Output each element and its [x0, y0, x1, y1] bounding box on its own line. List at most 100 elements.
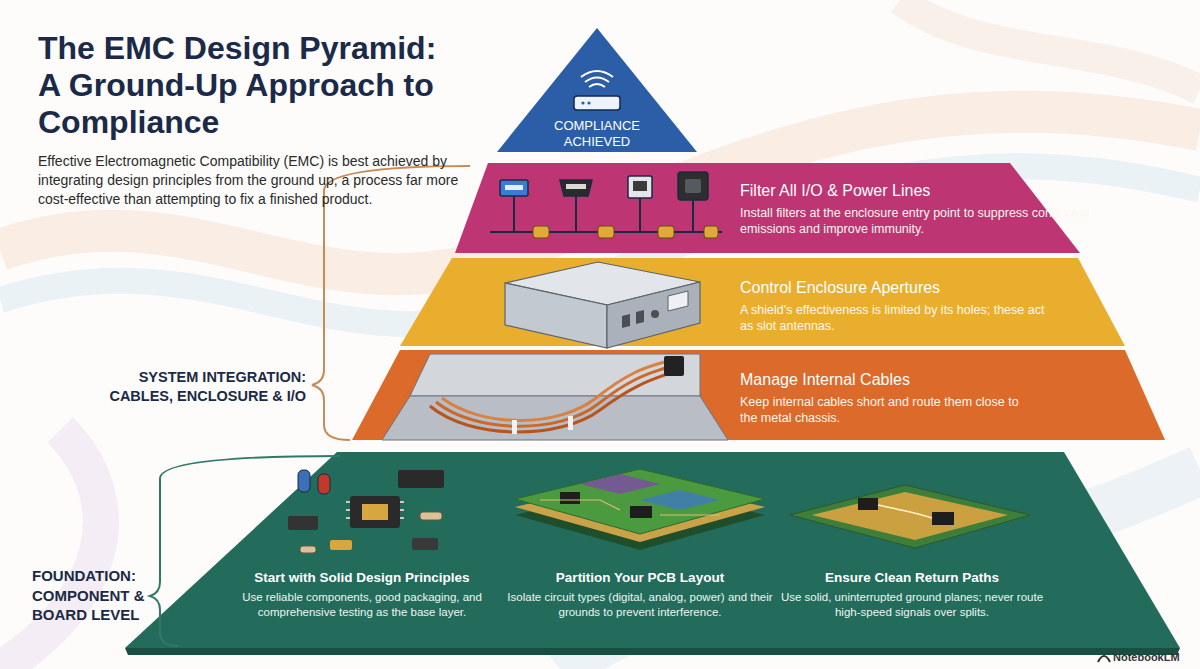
column-body: Isolate circuit types (digital, analog, …	[505, 590, 775, 619]
ferrite-bead	[533, 226, 549, 238]
band-heading: Filter All I/O & Power Lines	[740, 181, 1070, 200]
pcb-trace	[878, 505, 932, 518]
filter-wire	[639, 198, 641, 232]
wifi-arc	[585, 78, 609, 83]
column-body: Use reliable components, good packaging,…	[227, 590, 497, 619]
pcb-board	[790, 485, 1030, 548]
ethernet-port	[628, 176, 652, 198]
pcb-partition	[640, 490, 720, 510]
hdmi-port-slot	[566, 184, 586, 189]
column-heading: Ensure Clean Return Paths	[772, 570, 1052, 586]
cable-tie	[568, 416, 573, 430]
router-icon	[574, 96, 620, 110]
hdmi-port	[560, 180, 592, 196]
band-shape	[352, 350, 1165, 440]
capacitor	[298, 470, 310, 492]
cable-band: Manage Internal CablesKeep internal cabl…	[352, 350, 1165, 440]
watermark: NotebookLM	[1113, 651, 1198, 663]
power-socket	[678, 172, 708, 200]
logo-mark	[1098, 656, 1110, 662]
resistor	[420, 512, 442, 520]
group-label: FOUNDATION: COMPONENT & BOARD LEVEL	[32, 566, 150, 625]
enclosure-top	[505, 262, 700, 305]
foundation-band	[125, 452, 1180, 648]
enclosure-side	[607, 282, 700, 348]
chassis-floor	[382, 396, 728, 440]
enclosure-port	[636, 310, 644, 324]
usb-port-slot	[505, 185, 523, 190]
enclosure-port	[622, 314, 630, 328]
foundation-column: Start with Solid Design PrinciplesUse re…	[222, 570, 502, 640]
ferrite-bead	[704, 226, 718, 238]
internal-cable	[442, 362, 664, 421]
band-heading: Manage Internal Cables	[740, 370, 1070, 389]
ic-chip	[288, 516, 318, 530]
capacitor	[318, 474, 330, 494]
apex-label: COMPLIANCE ACHIEVED	[542, 118, 652, 149]
pcb-chip	[630, 506, 652, 518]
apex-triangle: COMPLIANCE ACHIEVED	[497, 28, 697, 152]
band-body: Install filters at the enclosure entry p…	[740, 205, 1100, 237]
usb-port	[500, 180, 528, 196]
band-outline	[497, 28, 697, 152]
foundation-column: Ensure Clean Return PathsUse solid, unin…	[772, 570, 1052, 640]
filter-wire	[490, 231, 722, 233]
background-swirl	[900, 0, 1200, 90]
column-heading: Start with Solid Design Principles	[222, 570, 502, 586]
pcb-chip	[932, 512, 954, 525]
background-swirl	[0, 112, 1200, 274]
cable-tie	[512, 420, 517, 434]
column-heading: Partition Your PCB Layout	[500, 570, 780, 586]
enclosure-aperture	[668, 291, 688, 311]
pcb-top-layer	[515, 469, 765, 534]
ic-chip	[398, 470, 444, 488]
internal-cable	[430, 372, 672, 432]
pcb-trace	[540, 500, 720, 515]
enclosure-port	[651, 310, 659, 318]
band-shape	[400, 258, 1125, 346]
filter-wire	[692, 200, 694, 232]
enclosure-band: Control Enclosure Apertures A shield's ef…	[400, 258, 1125, 346]
filter-wire	[575, 196, 577, 232]
ethernet-port-slot	[633, 181, 647, 191]
ic-chip	[412, 538, 438, 550]
band-body: Keep internal cables short and route the…	[740, 394, 1030, 426]
pcb-layer	[515, 485, 765, 550]
router-led	[581, 101, 584, 104]
resistor	[300, 546, 316, 553]
router-led	[587, 101, 590, 104]
filter-band: Filter All I/O & Power LinesInstall filt…	[455, 163, 1080, 253]
wifi-arc	[581, 71, 613, 77]
chip-pins	[346, 502, 404, 518]
diagram-caption: Effective Electromagnetic Compatibility …	[38, 152, 470, 209]
pcb-partition	[580, 474, 660, 494]
band-body: A shield's effectiveness is limited by i…	[740, 302, 1060, 334]
band-shape	[497, 28, 697, 152]
chassis-wall	[410, 354, 700, 396]
chip-die	[362, 504, 388, 520]
column-body: Use solid, uninterrupted ground planes; …	[777, 590, 1047, 619]
background-swirl	[0, 430, 101, 669]
band-heading: Control Enclosure Apertures	[740, 278, 1070, 297]
pcb-chip	[560, 492, 580, 504]
ic-chip	[350, 496, 400, 528]
group-label: SYSTEM INTEGRATION: CABLES, ENCLOSURE & …	[81, 368, 306, 406]
diagram-title: The EMC Design Pyramid: A Ground-Up Appr…	[38, 30, 448, 140]
ferrite-bead	[598, 226, 614, 238]
internal-cable	[436, 367, 668, 426]
foundation-column: Partition Your PCB LayoutIsolate circuit…	[500, 570, 780, 640]
pcb-copper-layer	[515, 477, 765, 542]
ground-plane	[812, 492, 1008, 540]
pcb-chip	[858, 498, 878, 510]
ferrite-bead	[658, 226, 674, 238]
crystal	[330, 540, 352, 550]
filter-wire	[513, 196, 515, 232]
wifi-arc	[589, 84, 605, 87]
cable-connector	[664, 356, 684, 376]
power-socket-inner	[685, 179, 701, 193]
foundation-band-edge	[125, 648, 1180, 655]
enclosure-front	[505, 283, 607, 348]
